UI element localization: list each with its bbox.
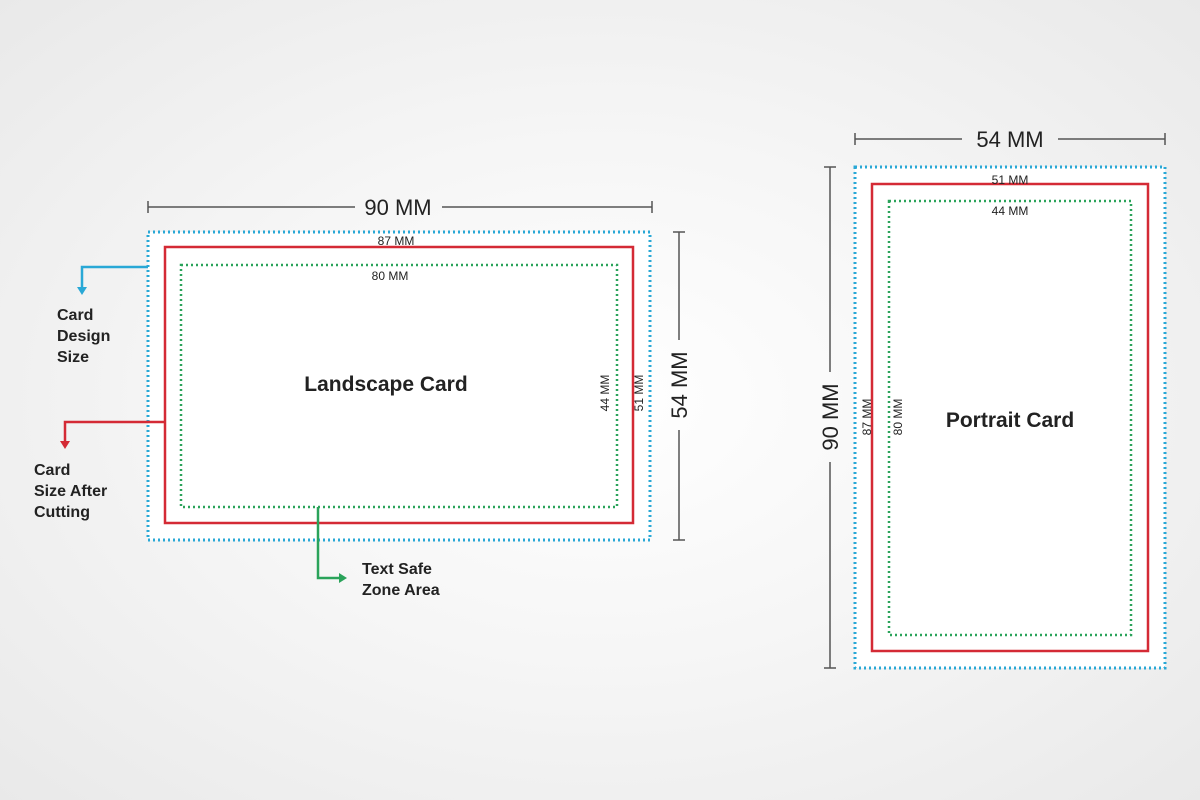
- portrait-safe-width: 44 MM: [992, 204, 1029, 218]
- portrait-height-dimension: [824, 166, 836, 669]
- design-size-label: Card Design Size: [57, 307, 115, 366]
- landscape-safe-width: 80 MM: [372, 269, 409, 283]
- landscape-width-dimension: [147, 201, 653, 213]
- portrait-cut-width: 51 MM: [992, 173, 1029, 187]
- landscape-card: 90 MM 54 MM 87 MM 80 MM 44 MM 51 MM Land…: [146, 195, 692, 542]
- portrait-cut-height: 87 MM: [860, 399, 874, 436]
- landscape-width-label: 90 MM: [364, 195, 431, 220]
- landscape-title: Landscape Card: [304, 373, 467, 396]
- landscape-cut-height: 51 MM: [632, 375, 646, 412]
- landscape-safe-height: 44 MM: [598, 375, 612, 412]
- landscape-height-label: 54 MM: [667, 351, 692, 418]
- cut-size-arrow: [60, 420, 165, 449]
- portrait-cut-border: [870, 182, 1150, 653]
- landscape-height-dimension: [673, 231, 685, 541]
- portrait-design-border: [853, 165, 1167, 670]
- design-size-arrow: [77, 265, 148, 295]
- safe-zone-arrow: [316, 507, 347, 583]
- portrait-safe-border: [887, 199, 1133, 637]
- portrait-title: Portrait Card: [946, 409, 1074, 432]
- portrait-card: 54 MM 90 MM 51 MM 44 MM 87 MM 80 MM Port…: [818, 127, 1167, 670]
- portrait-safe-height: 80 MM: [891, 399, 905, 436]
- landscape-cut-border: [163, 245, 635, 525]
- safe-zone-label: Text Safe Zone Area: [362, 561, 440, 599]
- landscape-safe-border: [179, 263, 619, 509]
- cut-size-label: Card Size After Cutting: [34, 462, 112, 521]
- portrait-height-label: 90 MM: [818, 383, 843, 450]
- portrait-width-dimension: [854, 133, 1166, 145]
- landscape-cut-width: 87 MM: [378, 234, 415, 248]
- landscape-design-border: [146, 230, 652, 542]
- portrait-width-label: 54 MM: [976, 127, 1043, 152]
